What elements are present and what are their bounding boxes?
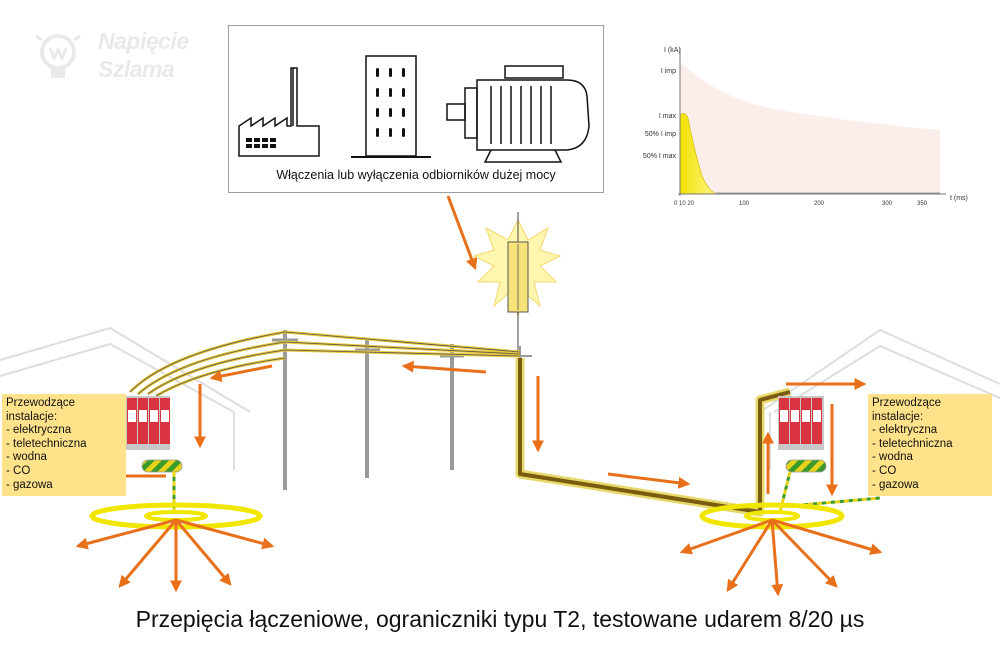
pole-3 — [440, 344, 464, 470]
lightbulb-icon — [35, 34, 81, 78]
electric-motor-icon — [446, 65, 590, 163]
right-box-title-1: Przewodzące — [872, 397, 942, 409]
logo: Napięcie Szlama — [30, 26, 210, 96]
spd-left — [126, 396, 170, 450]
right-box-item: - elektryczna — [872, 424, 938, 437]
pole-2 — [355, 338, 380, 478]
right-installations-box: Przewodzące instalacje: - elektryczna - … — [868, 394, 992, 496]
spd-right — [778, 396, 824, 450]
switching-arrow — [446, 195, 478, 271]
earth-cable — [515, 358, 792, 517]
left-installations-box: Przewodzące instalacje: - elektryczna - … — [2, 394, 126, 496]
left-box-item: - CO — [6, 464, 31, 477]
left-box-item: - teletechniczna — [6, 437, 87, 450]
left-box-title-2: instalacje: — [6, 410, 58, 423]
switching-sources-box: Włączenia lub wyłączenia odbiorników duż… — [228, 25, 604, 193]
ground-dissipation-arrows-left — [75, 518, 275, 593]
house-outline-left — [0, 326, 251, 470]
ground-dissipation-arrows-right — [679, 518, 883, 597]
right-box-item: - CO — [872, 464, 897, 477]
building-icon — [351, 55, 431, 158]
left-box-item: - gazowa — [6, 478, 53, 491]
logo-line-2: Szlama — [98, 56, 175, 82]
figure-caption: Przepięcia łączeniowe, ograniczniki typu… — [135, 606, 865, 632]
right-box-item: - gazowa — [872, 478, 919, 491]
factory-icon — [238, 67, 320, 157]
graph-y-label: I (kA) — [664, 47, 681, 54]
graph-label-50-imax: 50% I max — [643, 153, 677, 160]
current-flow-arrows — [83, 360, 867, 497]
graph-tick-300: 300 — [882, 201, 893, 207]
right-box-title-2: instalacje: — [872, 410, 924, 423]
graph-tick-100: 100 — [739, 201, 750, 207]
surge-current-graph: I (kA) I imp I max 50% I imp 50% I max 0… — [643, 47, 968, 207]
graph-tick-0: 0 10 20 — [674, 201, 695, 207]
graph-tick-200: 200 — [814, 201, 825, 207]
right-box-item: - teletechniczna — [872, 437, 953, 450]
sources-caption: Włączenia lub wyłączenia odbiorników duż… — [276, 168, 556, 182]
graph-x-label: t (ms) — [950, 195, 968, 202]
pole-1 — [272, 330, 298, 490]
graph-label-50-imp: 50% I imp — [645, 131, 676, 138]
graph-label-imax: I max — [659, 113, 677, 120]
switching-device — [472, 212, 562, 356]
graph-tick-350: 350 — [917, 201, 928, 207]
left-box-item: - wodna — [6, 451, 47, 464]
right-box-item: - wodna — [872, 451, 913, 464]
logo-line-1: Napięcie — [98, 28, 189, 54]
left-box-item: - elektryczna — [6, 424, 72, 437]
left-box-title-1: Przewodzące — [6, 397, 76, 409]
earthing-right — [699, 459, 881, 530]
graph-label-imp: I imp — [661, 68, 676, 75]
